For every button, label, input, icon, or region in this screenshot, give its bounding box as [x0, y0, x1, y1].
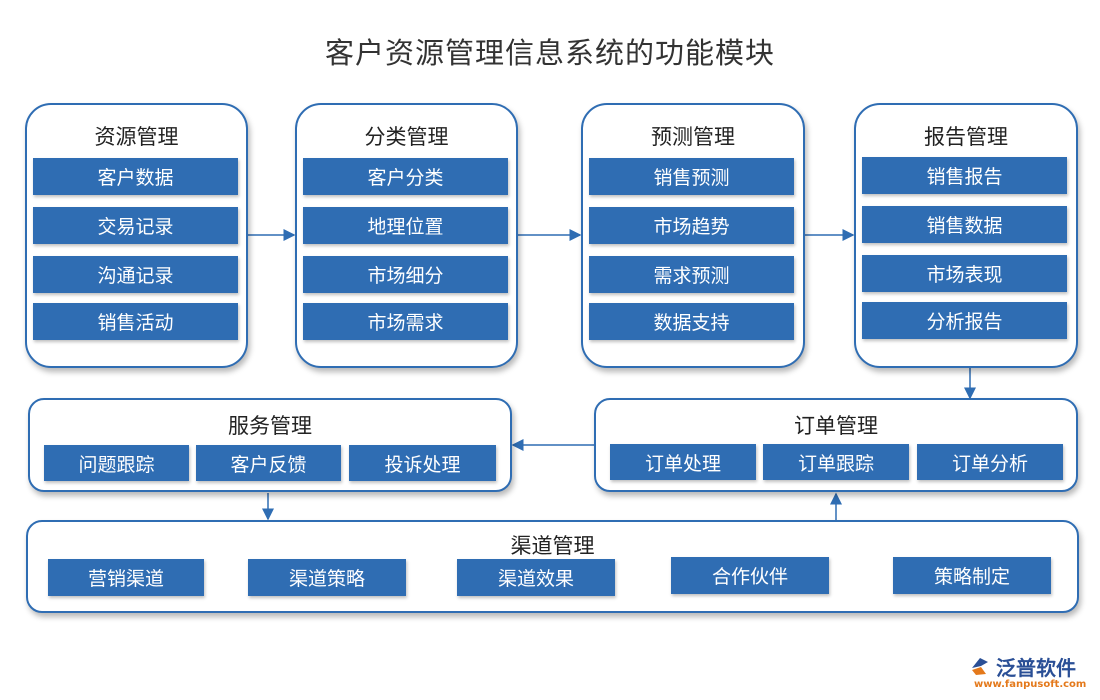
item-order-2: 订单分析 — [917, 444, 1063, 480]
item-forecast-3: 数据支持 — [589, 303, 794, 340]
item-service-2: 投诉处理 — [349, 445, 496, 481]
item-channel-4: 策略制定 — [893, 557, 1051, 594]
item-resource-1: 交易记录 — [33, 207, 238, 244]
item-report-1: 销售数据 — [862, 206, 1067, 243]
item-order-0: 订单处理 — [610, 444, 756, 480]
module-classify-title: 分类管理 — [364, 125, 449, 149]
item-forecast-2: 需求预测 — [589, 256, 794, 293]
item-report-0: 销售报告 — [862, 157, 1067, 194]
item-channel-2: 渠道效果 — [457, 559, 615, 596]
item-channel-3: 合作伙伴 — [671, 557, 829, 594]
item-order-1: 订单跟踪 — [763, 444, 909, 480]
module-report-title: 报告管理 — [924, 125, 1008, 149]
item-resource-3: 销售活动 — [33, 303, 238, 340]
logo-url: www.fanpusoft.com — [974, 679, 1087, 690]
module-channel-title: 渠道管理 — [510, 534, 595, 558]
item-service-0: 问题跟踪 — [44, 445, 189, 481]
logo-name: 泛普软件 — [996, 656, 1076, 680]
item-classify-3: 市场需求 — [303, 303, 508, 340]
logo-icon — [972, 658, 988, 675]
item-resource-2: 沟通记录 — [33, 256, 238, 293]
item-report-3: 分析报告 — [862, 302, 1067, 339]
item-service-1: 客户反馈 — [196, 445, 341, 481]
brand-logo: 泛普软件 www.fanpusoft.com — [968, 652, 1096, 696]
item-classify-0: 客户分类 — [303, 158, 508, 195]
item-report-2: 市场表现 — [862, 255, 1067, 292]
page-title: 客户资源管理信息系统的功能模块 — [324, 36, 775, 70]
item-channel-0: 营销渠道 — [48, 559, 204, 596]
module-forecast-title: 预测管理 — [651, 125, 735, 149]
item-forecast-0: 销售预测 — [589, 158, 794, 195]
module-resource-title: 资源管理 — [94, 125, 179, 149]
module-order-title: 订单管理 — [794, 414, 878, 438]
item-classify-1: 地理位置 — [303, 207, 508, 244]
item-forecast-1: 市场趋势 — [589, 207, 794, 244]
item-classify-2: 市场细分 — [303, 256, 508, 293]
item-channel-1: 渠道策略 — [248, 559, 406, 596]
module-service-title: 服务管理 — [228, 414, 312, 438]
item-resource-0: 客户数据 — [33, 158, 238, 195]
